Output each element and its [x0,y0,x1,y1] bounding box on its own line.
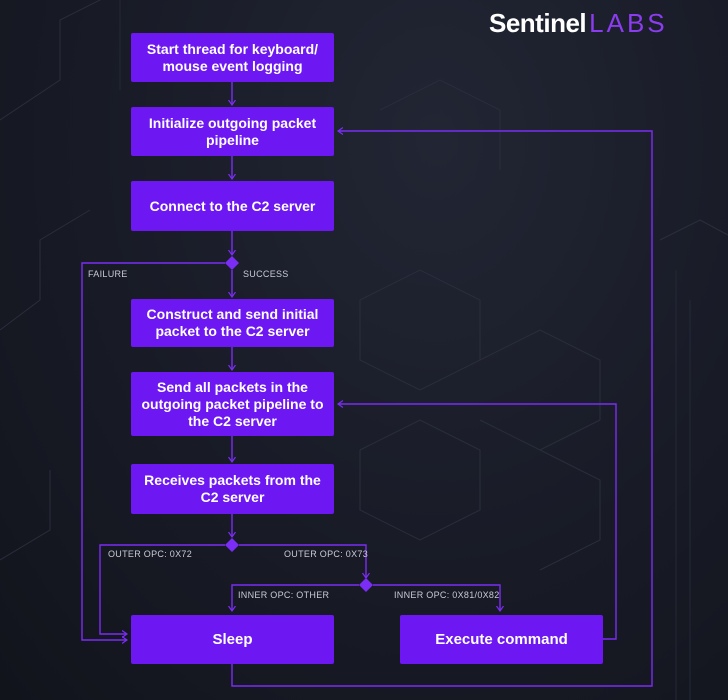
label-success: SUCCESS [243,269,289,279]
failure-path [81,262,225,640]
step-execute: Execute command [400,615,603,664]
decision-diamond-outer [225,538,239,552]
label-outer-73: OUTER OPC: 0X73 [284,549,369,559]
logo-word-labs: LABS [589,8,668,38]
decision-diamond-inner [359,578,373,592]
label-inner-81-82: INNER OPC: 0X81/0X82 [394,590,500,600]
step-send-all: Send all packets in the outgoing packet … [131,372,334,436]
step-sleep: Sleep [131,615,334,664]
execute-loop-path [338,404,617,640]
step-init-pipeline: Initialize outgoing packet pipeline [131,107,334,156]
step-start-thread: Start thread for keyboard/ mouse event l… [131,33,334,82]
step-connect: Connect to the C2 server [131,181,334,231]
logo-word-sentinel: Sentinel [489,8,587,38]
step-construct-send: Construct and send initial packet to the… [131,299,334,347]
decision-diamond-connect [225,256,239,270]
step-receive: Receives packets from the C2 server [131,464,334,514]
outer-73-path [239,544,366,578]
inner-81-82-path [373,584,500,611]
inner-other-path [232,584,359,611]
label-failure: FAILURE [88,269,128,279]
outer-72-path [99,544,225,634]
label-inner-other: INNER OPC: OTHER [238,590,330,600]
label-outer-72: OUTER OPC: 0X72 [108,549,193,559]
sleep-loop-path [231,131,653,687]
